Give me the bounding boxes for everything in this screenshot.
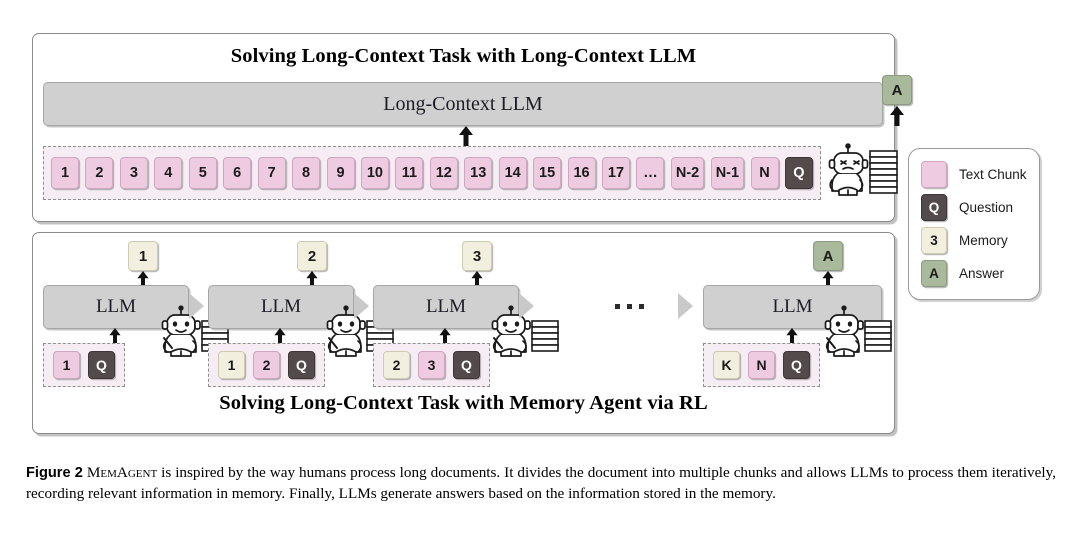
text-chunk-token: 7: [257, 157, 286, 189]
stage-ellipsis: [615, 304, 644, 309]
memory-token: 2: [383, 351, 410, 379]
text-chunk-token: 16: [567, 157, 596, 189]
legend-swatch-answer: A: [921, 260, 947, 287]
text-chunk-token: N: [748, 351, 775, 379]
text-chunk-token: 10: [360, 157, 389, 189]
top-panel: Solving Long-Context Task with Long-Cont…: [32, 33, 912, 222]
legend-label: Memory: [959, 233, 1008, 248]
caption-system-name: MemAgent: [86, 464, 158, 481]
arrow-up-icon: [272, 328, 288, 348]
legend-swatch-chunk: [921, 161, 947, 188]
figure-caption: Figure 2 MemAgent is inspired by the way…: [26, 463, 1056, 504]
text-chunk-token: 9: [326, 157, 355, 189]
caption-label: Figure 2: [26, 465, 83, 481]
question-token: Q: [784, 157, 813, 189]
robot-writing-with-book-stack-icon: [325, 305, 397, 361]
legend-label: Question: [959, 200, 1014, 215]
text-chunk-token: 17: [602, 157, 630, 189]
arrow-up-icon: [784, 328, 800, 348]
confused-robot-with-book-stack-icon: [826, 142, 900, 200]
bottom-panel-title: Solving Long-Context Task with Memory Ag…: [219, 392, 708, 414]
arrow-up-icon: [469, 271, 485, 291]
arrow-up-icon: [107, 328, 123, 348]
legend-item: Text Chunk: [909, 158, 1039, 191]
top-answer-token: A: [882, 75, 912, 105]
stage-arrow-icon: [678, 293, 693, 319]
text-chunk-token: 13: [464, 157, 493, 189]
text-chunk-token: N-2: [670, 157, 705, 189]
legend-swatch-question: Q: [921, 194, 947, 221]
text-chunk-token: 5: [188, 157, 217, 189]
text-chunk-token: 12: [429, 157, 458, 189]
memory-token: K: [713, 351, 740, 379]
arrow-up-icon: [820, 271, 836, 291]
top-panel-title: Solving Long-Context Task with Long-Cont…: [230, 45, 697, 67]
stage-arrow-icon: [519, 293, 534, 319]
memory-token: 1: [218, 351, 245, 379]
question-token: Q: [453, 351, 480, 379]
legend-label: Text Chunk: [959, 167, 1027, 182]
legend-item: Q Question: [909, 191, 1039, 224]
robot-answering-with-speech-bubble-icon: [823, 305, 895, 361]
text-chunk-token: 1: [53, 351, 80, 379]
memory-output-token: 2: [297, 241, 327, 271]
text-chunk-token: 4: [154, 157, 183, 189]
legend-item: 3 Memory: [909, 224, 1039, 257]
arrow-up-icon: [889, 106, 905, 126]
arrow-up-icon: [135, 271, 151, 291]
legend-swatch-memory: 3: [921, 227, 947, 254]
text-chunk-token: 3: [119, 157, 148, 189]
text-chunk-token: 2: [85, 157, 114, 189]
bottom-panel: Solving Long-Context Task with Memory Ag…: [32, 232, 895, 434]
legend-label: Answer: [959, 266, 1005, 281]
long-context-llm-box: Long-Context LLM: [43, 82, 883, 126]
stage-arrow-icon: [354, 293, 369, 319]
question-token: Q: [783, 351, 810, 379]
legend-item: A Answer: [909, 257, 1039, 290]
text-chunk-token: 15: [533, 157, 562, 189]
question-token: Q: [288, 351, 315, 379]
text-chunk-token: 8: [292, 157, 321, 189]
memory-output-token: 1: [128, 241, 158, 271]
caption-body: is inspired by the way humans process lo…: [26, 464, 1057, 502]
text-chunk-token: 6: [223, 157, 252, 189]
text-chunk-token: 11: [395, 157, 424, 189]
arrow-up-icon: [437, 328, 453, 348]
text-chunk-token: 3: [418, 351, 445, 379]
robot-writing-with-book-stack-icon: [490, 305, 562, 361]
arrow-up-icon: [304, 271, 320, 291]
text-chunk-token: N-1: [710, 157, 745, 189]
question-token: Q: [88, 351, 115, 379]
answer-output-token: A: [813, 241, 843, 271]
text-chunk-token: 14: [498, 157, 527, 189]
memory-output-token: 3: [462, 241, 492, 271]
text-chunk-token: 1: [51, 157, 79, 189]
stage-arrow-icon: [189, 293, 204, 319]
text-chunk-token: N: [750, 157, 779, 189]
text-chunk-token: 2: [253, 351, 280, 379]
arrow-up-icon: [458, 126, 474, 146]
chunk-ellipsis-token: …: [636, 157, 665, 189]
